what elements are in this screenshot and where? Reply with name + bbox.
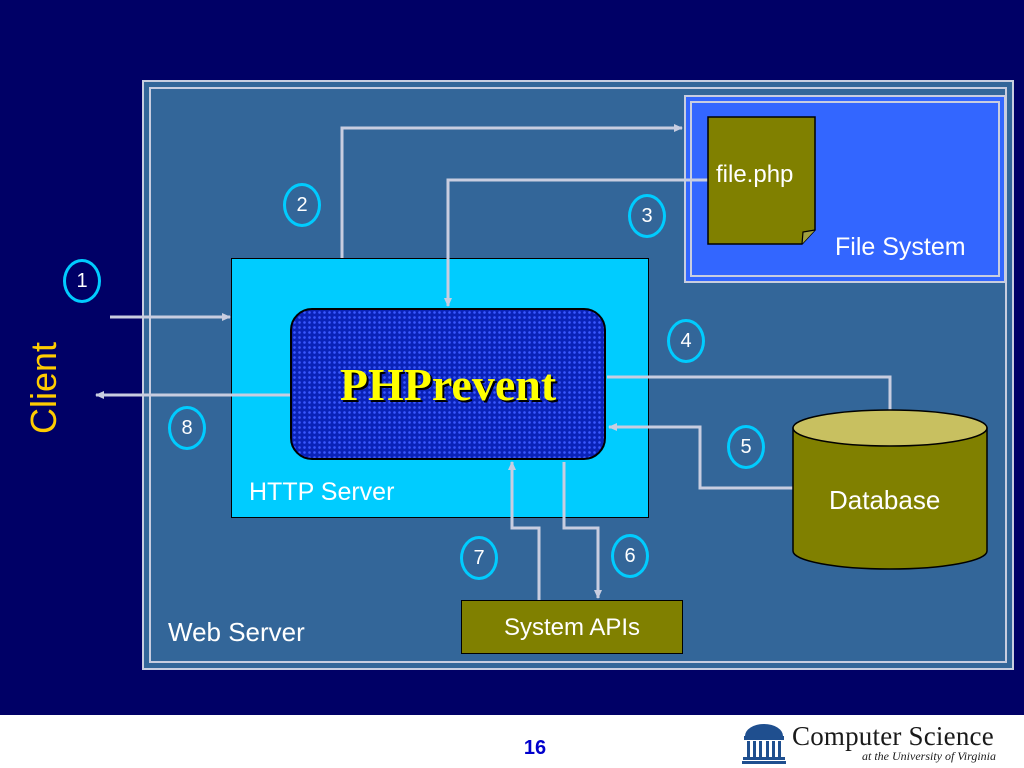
database-label: Database xyxy=(829,485,941,515)
step-6-marker: 6 xyxy=(611,534,649,578)
university-logo: Computer Science at the University of Vi… xyxy=(742,719,1022,765)
slide: PHPrevent System APIs file.php File Syst… xyxy=(23,80,1014,670)
page-number: 16 xyxy=(523,737,547,759)
http-server-label: HTTP Server xyxy=(249,478,395,506)
web-server-label: Web Server xyxy=(168,617,305,647)
file-system-label: File System xyxy=(835,233,966,261)
logo-subtitle: at the University of Virginia xyxy=(862,749,996,763)
database-cylinder-icon xyxy=(792,409,988,570)
system-apis-label: System APIs xyxy=(503,614,641,641)
file-php-label: file.php xyxy=(716,161,794,188)
arrow-7-systemapis-to-phprevent xyxy=(508,461,541,600)
logo-name: Computer Science xyxy=(792,721,994,751)
file-php-icon xyxy=(707,116,816,245)
phprevent-box: PHPrevent xyxy=(290,308,606,460)
arrow-2-http-to-filesystem xyxy=(340,124,683,258)
system-apis-box: System APIs xyxy=(461,600,683,654)
connector-arrows xyxy=(95,116,988,600)
footer: 16 Computer Science at the University of… xyxy=(0,715,1024,768)
arrow-6-phprevent-to-systemapis xyxy=(562,462,602,599)
client-label: Client xyxy=(23,341,64,435)
arrow-5-database-to-phprevent xyxy=(608,423,793,490)
file-system-inner-border xyxy=(690,101,1000,277)
step-1-marker: 1 xyxy=(63,259,101,303)
web-server-inner-border xyxy=(149,87,1007,663)
phprevent-title: PHPrevent xyxy=(339,359,557,410)
step-2-marker: 2 xyxy=(283,183,321,227)
step-5-marker: 5 xyxy=(727,425,765,469)
step-7-marker: 7 xyxy=(460,536,498,580)
step-3-marker: 3 xyxy=(628,194,666,238)
step-8-marker: 8 xyxy=(168,406,206,450)
rotunda-icon xyxy=(742,724,786,764)
arrow-3-file-to-phprevent xyxy=(444,178,708,307)
step-4-marker: 4 xyxy=(667,319,705,363)
